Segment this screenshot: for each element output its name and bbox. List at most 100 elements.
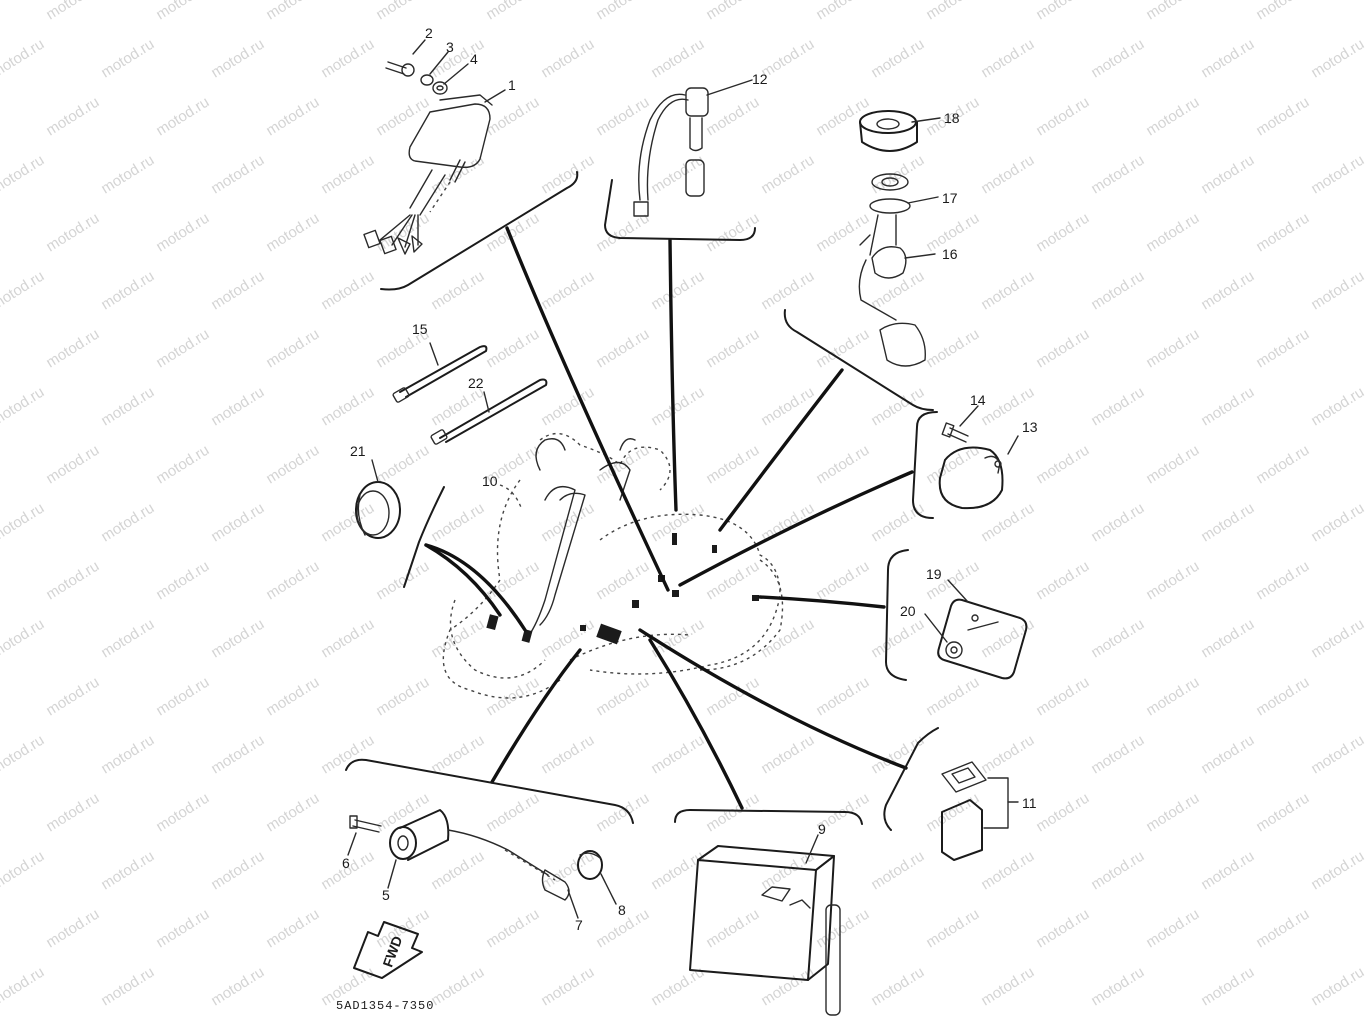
callout-13: 13: [1022, 419, 1038, 435]
callout-3: 3: [446, 39, 454, 55]
watermark-text: motod.ru: [1253, 674, 1312, 720]
watermark-text: motod.ru: [703, 94, 762, 140]
watermark-text: motod.ru: [43, 0, 102, 23]
watermark-text: motod.ru: [428, 268, 487, 314]
watermark-text: motod.ru: [593, 0, 652, 23]
watermark-text: motod.ru: [153, 442, 212, 488]
watermark-text: motod.ru: [1033, 790, 1092, 836]
watermark-text: motod.ru: [1088, 268, 1147, 314]
watermark-text: motod.ru: [318, 500, 377, 546]
watermark-text: motod.ru: [0, 268, 47, 314]
watermark-text: motod.ru: [1143, 442, 1202, 488]
part-13-horn: [938, 446, 1004, 510]
watermark-text: motod.ru: [483, 906, 542, 952]
watermark-text: motod.ru: [813, 674, 872, 720]
watermark-text: motod.ru: [1033, 906, 1092, 952]
watermark-text: motod.ru: [208, 616, 267, 662]
watermark-text: motod.ru: [43, 906, 102, 952]
watermark-text: motod.ru: [0, 964, 47, 1010]
watermark-text: motod.ru: [0, 36, 47, 82]
watermark-text: motod.ru: [1143, 558, 1202, 604]
watermark-text: motod.ru: [263, 442, 322, 488]
watermark-text: motod.ru: [0, 616, 47, 662]
watermark-text: motod.ru: [978, 732, 1037, 778]
watermark-text: motod.ru: [208, 384, 267, 430]
watermark-text: motod.ru: [318, 152, 377, 198]
watermark-text: motod.ru: [483, 558, 542, 604]
watermark-text: motod.ru: [373, 442, 432, 488]
watermark-text: motod.ru: [1088, 848, 1147, 894]
watermark-text: motod.ru: [703, 906, 762, 952]
watermark-text: motod.ru: [1143, 0, 1202, 23]
callout-20: 20: [900, 603, 916, 619]
watermark-text: motod.ru: [483, 0, 542, 23]
watermark-text: motod.ru: [648, 384, 707, 430]
watermark-text: motod.ru: [593, 94, 652, 140]
watermark-text: motod.ru: [593, 558, 652, 604]
watermark-text: motod.ru: [1198, 848, 1257, 894]
watermark-text: motod.ru: [98, 732, 157, 778]
watermark-text: motod.ru: [923, 674, 982, 720]
watermark-text: motod.ru: [98, 268, 157, 314]
callout-5: 5: [382, 887, 390, 903]
watermark-text: motod.ru: [153, 94, 212, 140]
callout-leaders: [347, 39, 1019, 919]
watermark-text: motod.ru: [1253, 210, 1312, 256]
watermark-text: motod.ru: [923, 0, 982, 23]
watermark-text: motod.ru: [1308, 732, 1367, 778]
watermark-text: motod.ru: [153, 558, 212, 604]
watermark-text: motod.ru: [1033, 0, 1092, 23]
watermark-text: motod.ru: [483, 94, 542, 140]
callout-10: 10: [482, 473, 498, 489]
part-3-washer: [420, 74, 434, 86]
watermark-text: motod.ru: [43, 558, 102, 604]
watermark-text: motod.ru: [153, 790, 212, 836]
watermark-text: motod.ru: [428, 36, 487, 82]
watermark-text: motod.ru: [483, 326, 542, 372]
watermark-text: motod.ru: [1253, 906, 1312, 952]
watermark-text: motod.ru: [813, 558, 872, 604]
part-22-cable-tie: [430, 378, 548, 445]
watermark-text: motod.ru: [263, 94, 322, 140]
watermark-text: motod.ru: [318, 36, 377, 82]
watermark-text: motod.ru: [428, 848, 487, 894]
watermark-text: motod.ru: [813, 0, 872, 23]
part-2-bolt: [385, 61, 415, 77]
watermark-text: motod.ru: [538, 500, 597, 546]
watermark-text: motod.ru: [98, 384, 157, 430]
watermark-text: motod.ru: [1088, 36, 1147, 82]
watermark-text: motod.ru: [648, 848, 707, 894]
callout-11: 11: [1022, 795, 1037, 811]
watermark-text: motod.ru: [263, 326, 322, 372]
watermark-text: motod.ru: [1198, 36, 1257, 82]
watermark-text: motod.ru: [538, 152, 597, 198]
watermark-text: motod.ru: [483, 210, 542, 256]
watermark-text: motod.ru: [1033, 94, 1092, 140]
watermark-text: motod.ru: [153, 210, 212, 256]
watermark-text: motod.ru: [1088, 384, 1147, 430]
watermark-text: motod.ru: [1253, 558, 1312, 604]
watermark-text: motod.ru: [1143, 790, 1202, 836]
watermark-text: motod.ru: [868, 616, 927, 662]
watermark-text: motod.ru: [538, 36, 597, 82]
watermark-text: motod.ru: [373, 0, 432, 23]
watermark-text: motod.ru: [1088, 964, 1147, 1010]
part-4-washer: [432, 81, 448, 95]
watermark-text: motod.ru: [1033, 326, 1092, 372]
watermark-text: motod.ru: [208, 268, 267, 314]
watermark-text: motod.ru: [758, 268, 817, 314]
part-9-battery: [689, 845, 841, 1016]
watermark-text: motod.ru: [813, 442, 872, 488]
watermark-text: motod.ru: [1198, 384, 1257, 430]
part-8-cap: [577, 850, 603, 880]
part-6-bolt: [349, 815, 382, 833]
watermark-text: motod.ru: [648, 268, 707, 314]
part-20-nut: [945, 641, 963, 659]
watermark-text: motod.ru: [1308, 268, 1367, 314]
part-7-shaft: [447, 829, 570, 901]
watermark-text: motod.ru: [1198, 732, 1257, 778]
watermark-text: motod.ru: [1198, 152, 1257, 198]
watermark-text: motod.ru: [428, 500, 487, 546]
watermark-text: motod.ru: [208, 964, 267, 1010]
watermark-text: motod.ru: [153, 326, 212, 372]
